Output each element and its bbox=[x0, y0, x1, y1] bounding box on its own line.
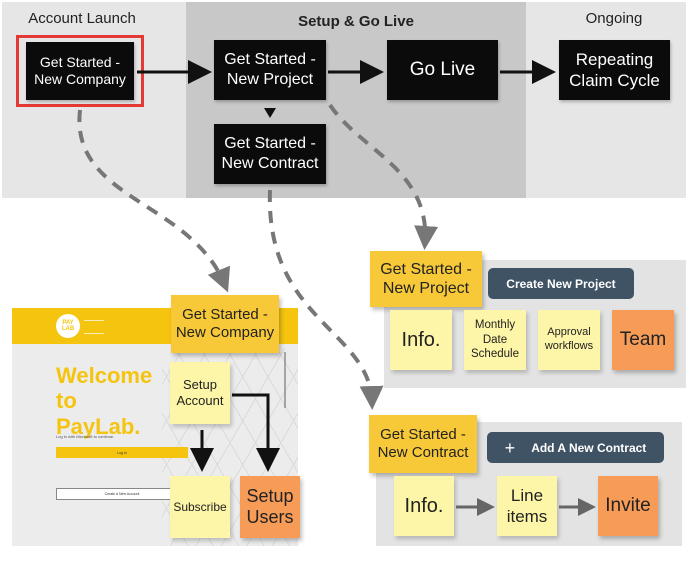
login-button[interactable]: Log In bbox=[56, 447, 188, 458]
login-prompt: Log in with Microsoft to continue. bbox=[56, 434, 115, 439]
setup-go-live-title: Setup & Go Live bbox=[298, 13, 414, 30]
flow-new-company[interactable]: Get Started - New Company bbox=[26, 42, 134, 100]
welcome-heading: Welcome to PayLab. bbox=[56, 363, 153, 439]
plus-icon: + bbox=[504, 437, 516, 458]
sticky-setup-account[interactable]: Setup Account bbox=[170, 362, 230, 424]
arrow-project-to-contract bbox=[264, 108, 276, 118]
sticky-invite[interactable]: Invite bbox=[598, 476, 658, 536]
add-new-contract-label: Add A New Contract bbox=[531, 440, 647, 455]
sticky-new-contract[interactable]: Get Started - New Contract bbox=[369, 415, 477, 473]
ongoing-title: Ongoing bbox=[585, 10, 643, 27]
sticky-line-items[interactable]: Line items bbox=[497, 476, 557, 536]
sticky-subscribe[interactable]: Subscribe bbox=[170, 476, 230, 538]
flow-new-contract[interactable]: Get Started - New Contract bbox=[214, 124, 326, 184]
add-new-contract-button[interactable]: + Add A New Contract bbox=[487, 432, 664, 463]
sticky-setup-users[interactable]: Setup Users bbox=[240, 476, 300, 538]
logo-tagline-lines bbox=[84, 320, 104, 334]
sticky-monthly-date-schedule[interactable]: Monthly Date Schedule bbox=[464, 310, 526, 370]
vertical-tagline bbox=[284, 352, 286, 408]
sticky-new-company[interactable]: Get Started - New Company bbox=[171, 295, 279, 353]
sticky-new-project[interactable]: Get Started - New Project bbox=[370, 251, 482, 307]
dashed-company-to-detail bbox=[77, 109, 230, 293]
create-account-button[interactable]: Create A New Account bbox=[56, 488, 188, 500]
paylab-logo: PAY LAB bbox=[56, 314, 80, 338]
account-launch-title: Account Launch bbox=[28, 10, 136, 27]
sticky-approval-workflows[interactable]: Approval workflows bbox=[538, 310, 600, 370]
create-new-project-button[interactable]: Create New Project bbox=[488, 268, 634, 299]
sticky-contract-info[interactable]: Info. bbox=[394, 476, 454, 536]
flow-go-live[interactable]: Go Live bbox=[387, 40, 498, 100]
sticky-team[interactable]: Team bbox=[612, 310, 674, 370]
dashed-project-to-detail bbox=[328, 103, 439, 250]
flow-claim-cycle[interactable]: Repeating Claim Cycle bbox=[559, 40, 670, 100]
flow-new-project[interactable]: Get Started - New Project bbox=[214, 40, 326, 100]
sticky-project-info[interactable]: Info. bbox=[390, 310, 452, 370]
account-launch-band bbox=[2, 2, 186, 198]
dashed-contract-to-detail bbox=[267, 189, 384, 410]
ongoing-band bbox=[526, 2, 686, 198]
arrow-setup-to-users bbox=[232, 393, 280, 472]
